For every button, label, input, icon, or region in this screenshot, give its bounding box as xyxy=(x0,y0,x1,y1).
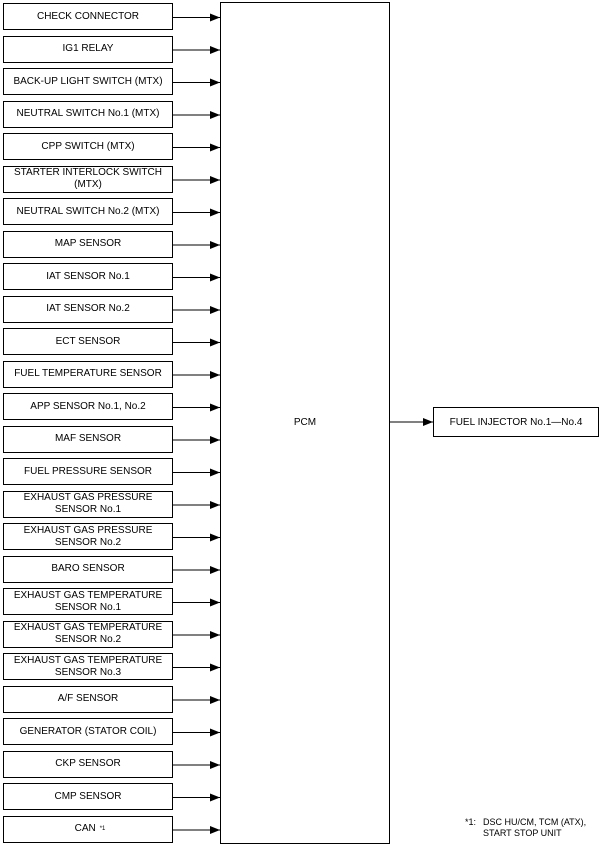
fuel-injector-label: FUEL INJECTOR No.1—No.4 xyxy=(449,416,583,428)
input-label: CPP SWITCH (MTX) xyxy=(41,140,135,152)
input-box: IG1 RELAY xyxy=(3,35,173,63)
footnote-line2: START STOP UNIT xyxy=(483,828,562,838)
input-box: EXHAUST GAS TEMPERATURE SENSOR No.3 xyxy=(3,653,173,680)
input-label: APP SENSOR No.1, No.2 xyxy=(30,400,146,412)
input-box: EXHAUST GAS PRESSURE SENSOR No.2 xyxy=(3,523,173,550)
input-box: ECT SENSOR xyxy=(3,328,173,355)
input-label: CKP SENSOR xyxy=(55,758,121,769)
input-box: IAT SENSOR No.1 xyxy=(3,263,173,290)
input-box: FUEL TEMPERATURE SENSOR xyxy=(3,360,173,388)
input-box: MAF SENSOR xyxy=(3,425,173,453)
input-label: IAT SENSOR No.2 xyxy=(46,303,130,314)
input-label: EXHAUST GAS PRESSURE SENSOR No.1 xyxy=(23,492,153,515)
input-label: MAP SENSOR xyxy=(54,238,122,249)
input-label: FUEL TEMPERATURE SENSOR xyxy=(14,368,162,379)
pcm-label: PCM xyxy=(293,417,317,428)
input-label: IG1 RELAY xyxy=(62,43,114,54)
pcm-block: PCM xyxy=(220,2,390,844)
input-label: NEUTRAL SWITCH No.1 (MTX) xyxy=(16,108,160,119)
fuel-injector-box: FUEL INJECTOR No.1—No.4 xyxy=(433,407,599,437)
input-box: BACK-UP LIGHT SWITCH (MTX) xyxy=(3,68,173,95)
input-label: MAF SENSOR xyxy=(54,433,122,444)
input-box: CMP SENSOR xyxy=(3,783,173,810)
input-box: CPP SWITCH (MTX) xyxy=(3,133,173,160)
input-box: EXHAUST GAS PRESSURE SENSOR No.1 xyxy=(3,490,173,518)
input-box: EXHAUST GAS TEMPERATURE SENSOR No.1 xyxy=(3,588,173,615)
input-label: EXHAUST GAS PRESSURE SENSOR No.2 xyxy=(23,524,153,548)
input-box: GENERATOR (STATOR COIL) xyxy=(3,718,173,745)
input-label: FUEL PRESSURE SENSOR xyxy=(24,465,152,477)
input-box: BARO SENSOR xyxy=(3,555,173,583)
input-box: EXHAUST GAS TEMPERATURE SENSOR No.2 xyxy=(3,620,173,648)
input-label: GENERATOR (STATOR COIL) xyxy=(19,725,157,737)
input-label: STARTER INTERLOCK SWITCH (MTX) xyxy=(14,167,162,190)
input-label: ECT SENSOR xyxy=(55,335,121,347)
input-box: CKP SENSOR xyxy=(3,750,173,778)
input-label: NEUTRAL SWITCH No.2 (MTX) xyxy=(16,205,160,217)
footnote-line1: DSC HU/CM, TCM (ATX), xyxy=(483,817,587,827)
input-label: EXHAUST GAS TEMPERATURE SENSOR No.3 xyxy=(13,654,163,678)
input-label: CAN xyxy=(74,823,96,834)
input-label: IAT SENSOR No.1 xyxy=(46,270,130,282)
input-box: FUEL PRESSURE SENSOR xyxy=(3,458,173,485)
footnote: *1: DSC HU/CM, TCM (ATX), START STOP UNIT xyxy=(465,817,586,839)
input-box: NEUTRAL SWITCH No.1 (MTX) xyxy=(3,100,173,128)
input-box: CAN*1 xyxy=(3,815,173,843)
input-box: NEUTRAL SWITCH No.2 (MTX) xyxy=(3,198,173,225)
input-box: STARTER INTERLOCK SWITCH (MTX) xyxy=(3,165,173,193)
input-box: CHECK CONNECTOR xyxy=(3,3,173,30)
footnote-mark: *1: xyxy=(465,817,477,827)
input-label: EXHAUST GAS TEMPERATURE SENSOR No.1 xyxy=(13,589,163,613)
input-label: BACK-UP LIGHT SWITCH (MTX) xyxy=(13,75,163,87)
input-label: EXHAUST GAS TEMPERATURE SENSOR No.2 xyxy=(13,622,163,645)
input-box: A/F SENSOR xyxy=(3,685,173,713)
input-label: A/F SENSOR xyxy=(57,693,119,704)
input-box: MAP SENSOR xyxy=(3,230,173,258)
input-box: APP SENSOR No.1, No.2 xyxy=(3,393,173,420)
input-box: IAT SENSOR No.2 xyxy=(3,295,173,323)
input-label: BARO SENSOR xyxy=(51,563,125,574)
input-label: CHECK CONNECTOR xyxy=(36,10,140,22)
input-label: CMP SENSOR xyxy=(54,790,122,802)
